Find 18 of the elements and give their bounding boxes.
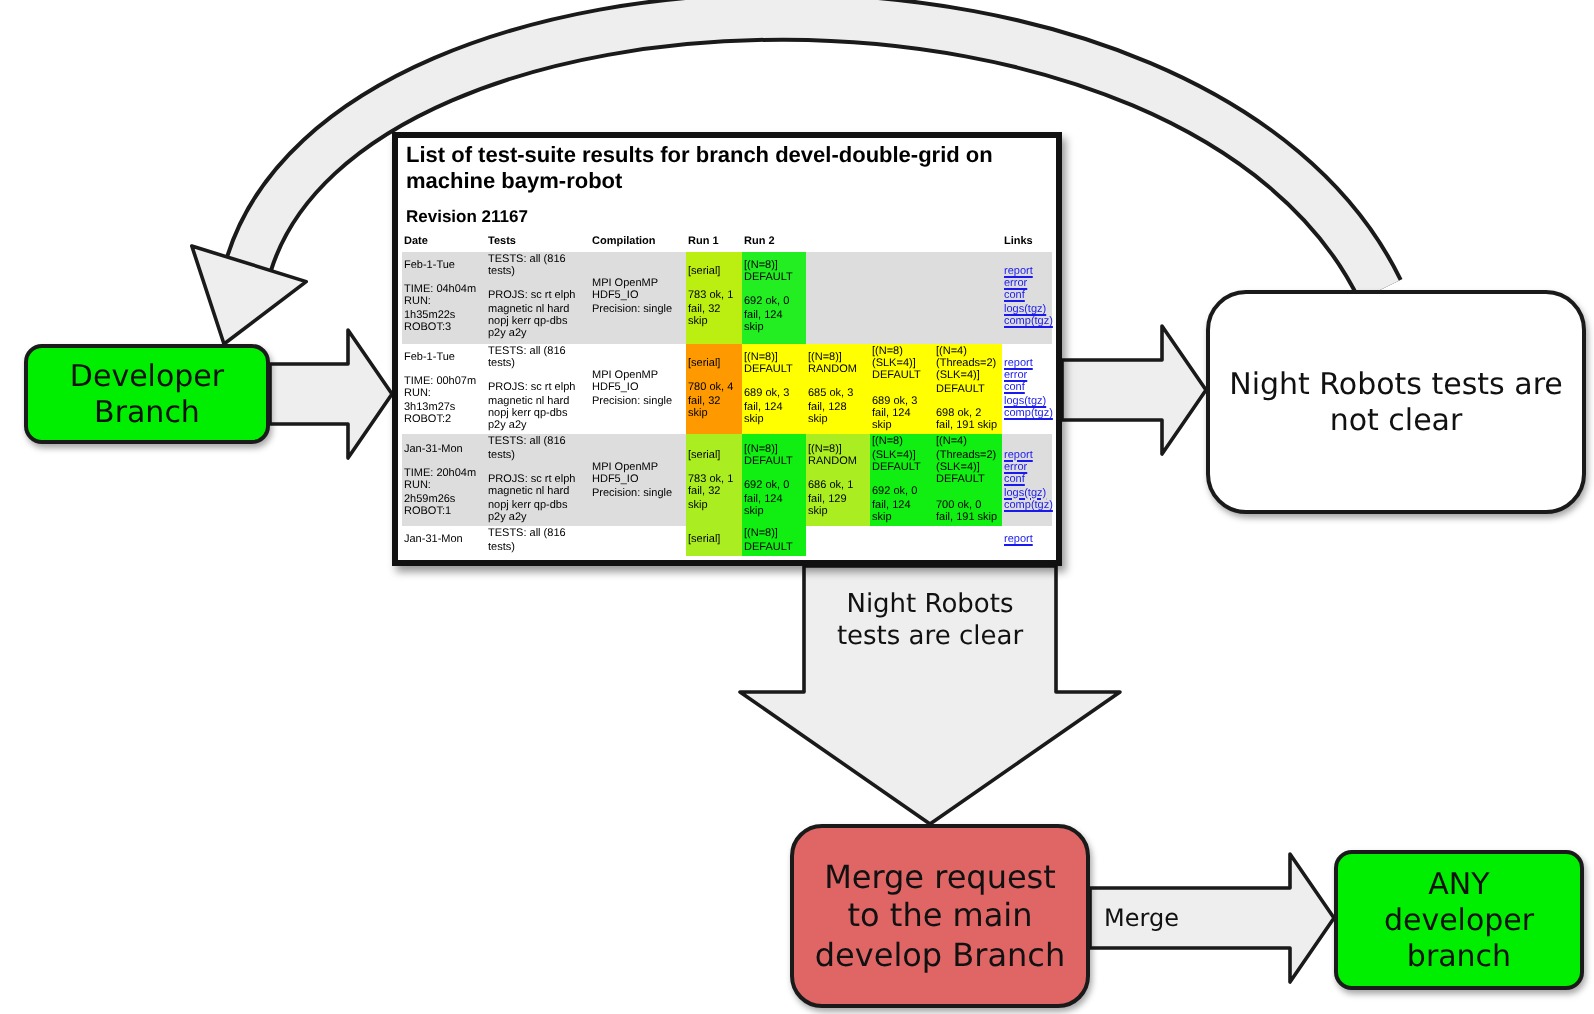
box-label: Night Robots tests are not clear xyxy=(1227,366,1565,438)
block-arrow xyxy=(268,328,394,460)
curved-arrow xyxy=(190,0,1401,346)
results-page-panel xyxy=(392,132,1062,566)
box-label: Merge request to the main develop Branch xyxy=(812,858,1068,974)
box-label: ANY developer branch xyxy=(1381,866,1537,974)
revision-heading: Revision 21167 xyxy=(406,206,530,227)
block-arrow xyxy=(738,564,1122,826)
arrow-label: Merge xyxy=(1104,903,1179,933)
branch-box xyxy=(1334,850,1584,990)
page-title: List of test-suite results for branch devel-double-grid on machine baym-robot xyxy=(406,144,995,197)
merge-request-box xyxy=(790,824,1090,1008)
arrow-label: Night Robots tests are clear xyxy=(834,590,1026,653)
block-arrow xyxy=(1060,324,1208,456)
status-box xyxy=(1206,290,1586,514)
block-arrow xyxy=(1088,852,1336,984)
branch-box xyxy=(24,344,270,444)
box-label: Developer Branch xyxy=(67,358,227,430)
